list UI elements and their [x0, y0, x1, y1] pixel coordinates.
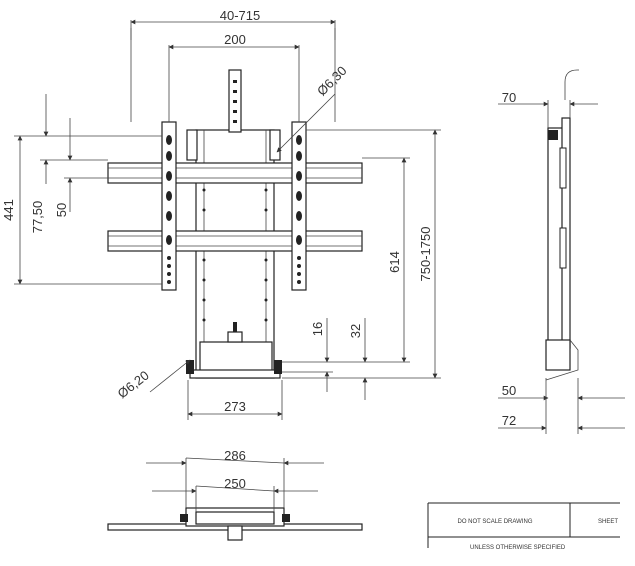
- cut-note: UNLESS OTHERWISE SPECIFIED: [470, 545, 566, 551]
- front-dimensions: [14, 19, 441, 420]
- front-view: [107, 69, 363, 379]
- dim-side-50: 50: [502, 383, 516, 398]
- dim-hole-6-20: Ø6,20: [115, 368, 152, 402]
- left-vesa-arm: [161, 121, 177, 291]
- dim-32: 32: [348, 324, 363, 338]
- title-block: DO NOT SCALE DRAWING SHEET UNLESS OTHERW…: [427, 502, 620, 551]
- dim-bottom-286: 286: [224, 448, 246, 463]
- dim-side-72: 72: [502, 413, 516, 428]
- side-view: [545, 69, 579, 381]
- dim-50: 50: [54, 203, 69, 217]
- dim-273: 273: [224, 399, 246, 414]
- dim-441: 441: [1, 199, 16, 221]
- lower-rail: [107, 230, 363, 252]
- dim-614: 614: [387, 251, 402, 273]
- upper-rail: [107, 162, 363, 184]
- bottom-dimension-labels: 286 250: [224, 448, 246, 491]
- side-dimension-labels: 70 50 72: [502, 90, 516, 428]
- dim-16: 16: [310, 322, 325, 336]
- side-dimensions: [498, 100, 625, 434]
- dim-bottom-250: 250: [224, 476, 246, 491]
- dim-200: 200: [224, 32, 246, 47]
- do-not-scale-note: DO NOT SCALE DRAWING: [457, 519, 532, 525]
- floor-carriage: [186, 322, 282, 379]
- bottom-view: [107, 507, 363, 541]
- dim-side-70: 70: [502, 90, 516, 105]
- dim-hole-6-30: Ø6,30: [314, 63, 350, 99]
- sheet-label: SHEET: [598, 519, 618, 525]
- dim-750-1750: 750-1750: [418, 227, 433, 282]
- dim-77-50: 77,50: [30, 201, 45, 234]
- dim-40-715: 40-715: [220, 8, 260, 23]
- bottom-dimensions: [146, 457, 324, 512]
- right-vesa-arm: [291, 121, 307, 291]
